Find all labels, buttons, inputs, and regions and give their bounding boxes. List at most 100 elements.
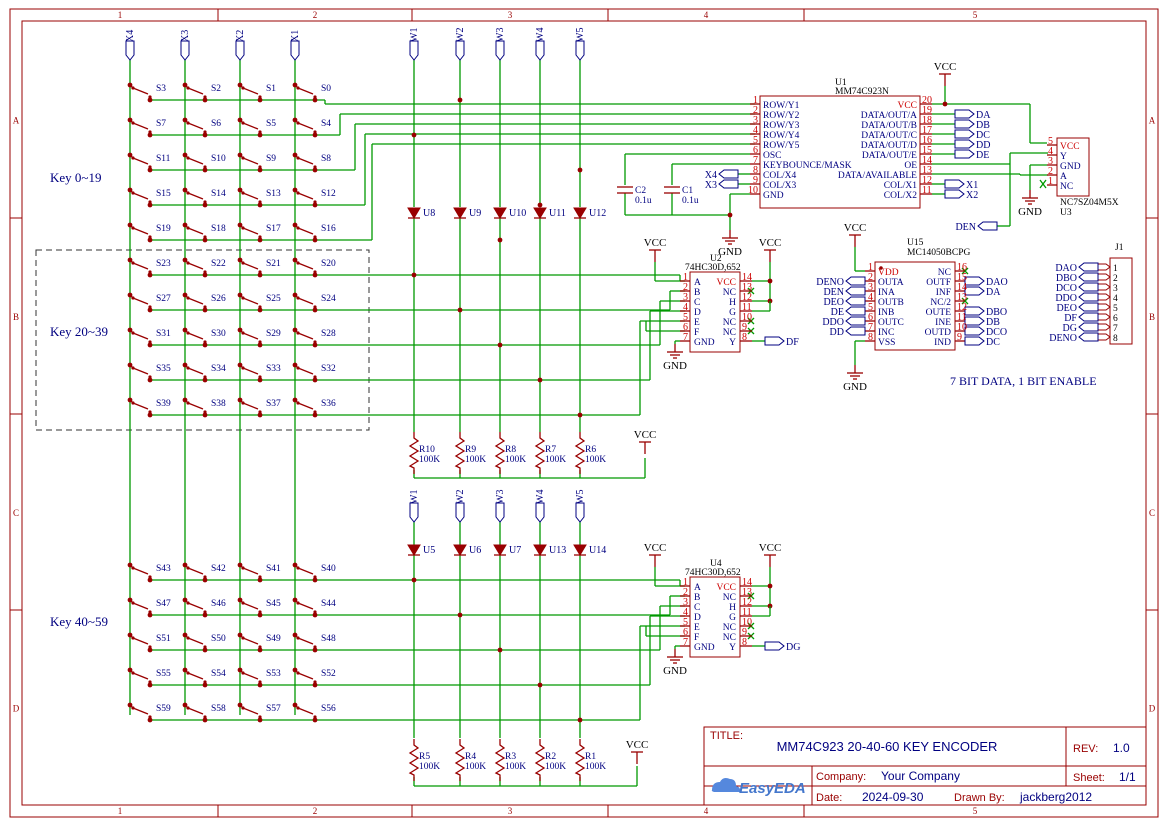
pin-name: A xyxy=(694,278,701,288)
switch-lead xyxy=(129,189,134,194)
switch-lead xyxy=(239,224,244,229)
pin-name: VDD xyxy=(878,268,899,278)
junction-dot xyxy=(767,583,773,589)
col-label: 5 xyxy=(973,806,978,816)
switch-label: S58 xyxy=(211,704,226,714)
switch-lever xyxy=(132,297,149,305)
pin-name: KEYBOUNCE/MASK xyxy=(763,161,852,171)
diode-label: U8 xyxy=(423,208,435,219)
switch-label: S12 xyxy=(321,189,336,199)
switch-contact xyxy=(148,95,152,99)
j1-pin-number: 5 xyxy=(1113,304,1118,314)
junction-dot xyxy=(202,412,208,418)
pin-name: OUTC xyxy=(878,318,904,328)
switch-lever xyxy=(297,122,314,130)
pin-number: 10 xyxy=(742,312,752,323)
u15-gnd-text: GND xyxy=(843,381,867,393)
switch-lead xyxy=(129,259,134,264)
j1-pin-number: 1 xyxy=(1113,264,1118,274)
port-DB-u15 xyxy=(964,316,985,326)
switch-lead xyxy=(294,154,299,159)
port-DEO-j1 xyxy=(1078,302,1099,312)
switch-lever xyxy=(187,297,204,305)
switch-S32 xyxy=(294,364,317,379)
col-label: 3 xyxy=(508,10,513,20)
switch-S27 xyxy=(129,294,152,309)
port-W5-b xyxy=(575,502,585,523)
switch-contact xyxy=(203,680,207,684)
switch-label: S5 xyxy=(266,119,276,129)
switch-S31 xyxy=(129,329,152,344)
switch-lever xyxy=(187,87,204,95)
pin-number: 4 xyxy=(1048,146,1053,157)
switch-contact xyxy=(148,410,152,414)
pin-name: F xyxy=(694,633,699,643)
group-label: Key 20~39 xyxy=(50,324,108,339)
switch-label: S43 xyxy=(156,564,171,574)
switch-lead xyxy=(294,84,299,89)
switch-lead xyxy=(239,329,244,334)
pin-name: OUTE xyxy=(926,308,952,318)
diode-U6 xyxy=(453,544,467,556)
port-DG-j1 xyxy=(1078,322,1099,332)
pin-number: 8 xyxy=(742,332,747,343)
switch-label: S17 xyxy=(266,224,281,234)
junction-dot xyxy=(257,132,263,138)
switch-label: S48 xyxy=(321,634,336,644)
col-label: 5 xyxy=(973,10,978,20)
diode-U11 xyxy=(533,207,547,219)
pin-number: 14 xyxy=(742,577,752,588)
switch-lever xyxy=(297,402,314,410)
switch-label: S4 xyxy=(321,119,331,129)
pin-name: C xyxy=(694,298,700,308)
switch-S18 xyxy=(184,224,207,239)
port-DBO-j1 xyxy=(1078,272,1099,282)
switch-S56 xyxy=(294,704,317,719)
switch-lever xyxy=(132,87,149,95)
switch-label: S23 xyxy=(156,259,171,269)
switch-lead xyxy=(129,224,134,229)
pin-name: B xyxy=(694,288,700,298)
outer-border xyxy=(9,8,1159,818)
pin-number: 12 xyxy=(742,597,752,608)
junction-dot xyxy=(202,342,208,348)
port-DEO-u15-label: DEO xyxy=(823,297,844,308)
junction-dot xyxy=(257,647,263,653)
switch-lever xyxy=(132,262,149,270)
resistor-R2 xyxy=(534,739,546,781)
pin-number: 1 xyxy=(683,272,688,283)
junction-dot xyxy=(411,272,417,278)
switch-lead xyxy=(239,154,244,159)
row-label: A xyxy=(1149,116,1156,126)
u15-vcc-text: VCC xyxy=(844,222,867,234)
switch-contact xyxy=(258,680,262,684)
switch-contact xyxy=(203,130,207,134)
switch-label: S27 xyxy=(156,294,171,304)
switch-S23 xyxy=(129,259,152,274)
switch-lead xyxy=(294,669,299,674)
resistor-ref: R8 xyxy=(505,445,516,455)
switch-contact xyxy=(313,575,317,579)
junction-dot xyxy=(147,612,153,618)
pin-number: 10 xyxy=(957,322,967,333)
junction-dot xyxy=(147,412,153,418)
switch-S24 xyxy=(294,294,317,309)
junction-dot xyxy=(257,272,263,278)
switch-lead xyxy=(239,294,244,299)
junction-dot xyxy=(202,237,208,243)
switch-lever xyxy=(132,122,149,130)
switch-lead xyxy=(184,669,189,674)
diode-label: U13 xyxy=(549,545,566,556)
resistor-R5 xyxy=(408,739,420,781)
pin-number: 6 xyxy=(753,145,758,156)
pin-number: 1 xyxy=(868,262,873,273)
port-DC xyxy=(954,129,975,139)
switch-contact xyxy=(203,575,207,579)
diode-U9 xyxy=(453,207,467,219)
switch-contact xyxy=(203,95,207,99)
switch-S11 xyxy=(129,154,152,169)
row-label: C xyxy=(1149,508,1155,518)
switch-contact xyxy=(313,610,317,614)
pin-name: COL/X2 xyxy=(884,191,918,201)
pin-number: 18 xyxy=(922,115,932,126)
